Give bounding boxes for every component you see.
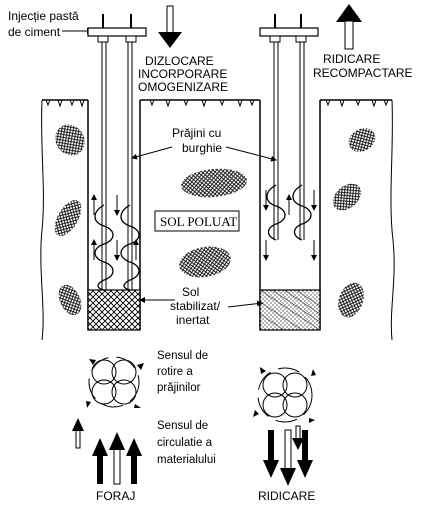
polluted-soil-label: SOL POLUAT — [154, 210, 240, 232]
svg-text:circulatie a: circulatie a — [157, 437, 213, 449]
svg-text:de ciment: de ciment — [8, 25, 61, 39]
svg-text:OMOGENIZARE: OMOGENIZARE — [138, 80, 228, 94]
svg-text:materialului: materialului — [157, 454, 216, 466]
svg-text:burghie: burghie — [182, 141, 222, 155]
svg-text:INCORPORARE: INCORPORARE — [138, 67, 227, 81]
ground-block — [40, 99, 395, 341]
injection-label: Injecție pastă de ciment — [8, 9, 79, 39]
down-arrow-icon — [158, 5, 182, 48]
dislocation-label: DIZLOCARE INCORPORARE OMOGENIZARE — [138, 54, 228, 94]
svg-text:stabilizat/: stabilizat/ — [170, 299, 221, 313]
svg-text:inertat: inertat — [176, 313, 210, 327]
rotation-label: Sensul de rotire a prăjinilor — [157, 350, 208, 394]
up-arrow-icon — [336, 4, 362, 50]
left-auger-rig — [87, 14, 147, 331]
svg-text:Prăjini cu: Prăjini cu — [172, 126, 221, 140]
contaminant-pockets — [54, 124, 376, 318]
stabilized-soil-label: Sol stabilizat/ inertat — [139, 285, 263, 327]
svg-text:RECOMPACTARE: RECOMPACTARE — [313, 66, 413, 80]
circulation-label: Sensul de circulatie a materialului — [157, 420, 216, 466]
svg-text:Sensul de: Sensul de — [157, 420, 208, 432]
augers-label: Prăjini cu burghie — [131, 126, 277, 162]
lift-label: RIDICARE RECOMPACTARE — [313, 52, 413, 80]
svg-text:Sensul de: Sensul de — [157, 350, 208, 362]
svg-text:DIZLOCARE: DIZLOCARE — [145, 54, 214, 68]
drilling-label: FORAJ — [96, 489, 135, 503]
drilling-arrows — [72, 418, 142, 485]
svg-text:RIDICARE: RIDICARE — [323, 52, 380, 66]
svg-text:Sol: Sol — [182, 285, 199, 299]
lifting-label: RIDICARE — [258, 489, 315, 503]
lifting-arrows — [263, 425, 313, 486]
svg-text:SOL POLUAT: SOL POLUAT — [160, 214, 237, 229]
svg-text:Injecție pastă: Injecție pastă — [8, 9, 79, 23]
svg-text:rotire a: rotire a — [157, 366, 193, 378]
rotation-circle-icon-left — [86, 356, 144, 408]
svg-text:prăjinilor: prăjinilor — [157, 382, 201, 394]
right-auger-rig — [259, 14, 321, 331]
rotation-circle-icon-right — [253, 367, 316, 423]
